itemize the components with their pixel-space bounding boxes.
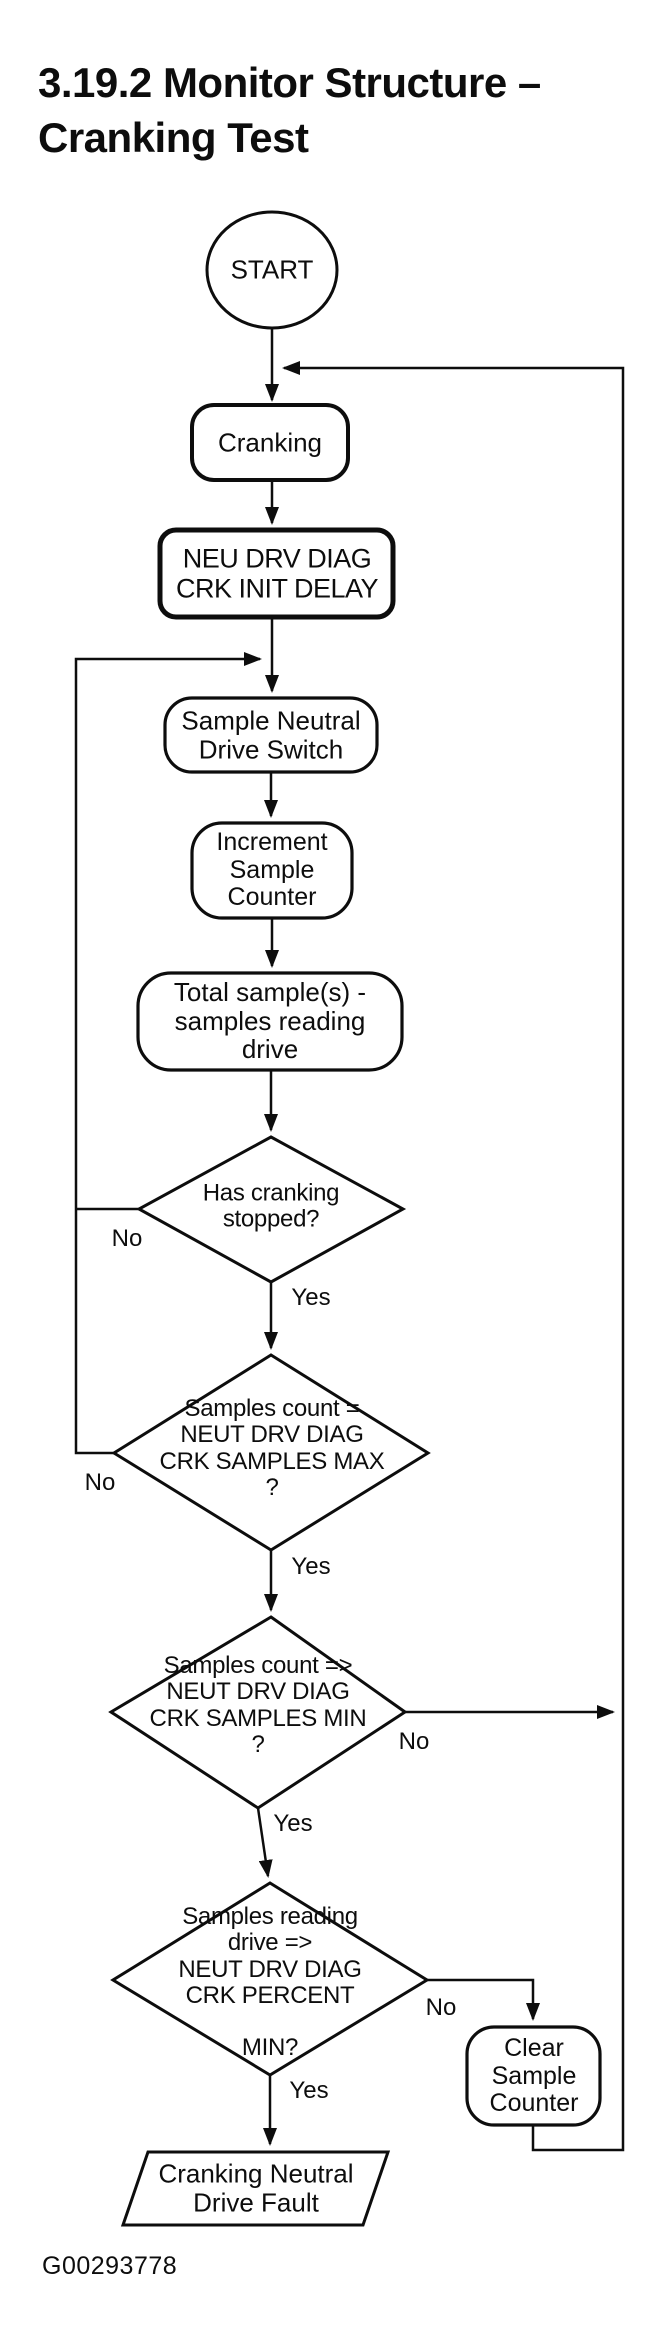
total-samples-process-shape [136, 971, 404, 1072]
increment-counter-process-shape [190, 821, 354, 920]
samples-count-max-decision-shape [111, 1353, 431, 1552]
cranking-process-shape [190, 403, 350, 482]
fault-output-shape [120, 2150, 391, 2227]
edge-right-feedback-loop [282, 361, 625, 2152]
init-delay-process-shape [157, 527, 396, 620]
samples-count-min-decision-shape [108, 1615, 408, 1810]
figure-code: G00293778 [42, 2252, 178, 2280]
edge-left-feedback-loop [74, 652, 262, 1455]
sample-switch-process-shape [163, 696, 379, 774]
edge-samples-min-yes [256, 1807, 273, 1878]
has-cranking-stopped-decision-shape [135, 1135, 407, 1284]
start-terminator-shape [205, 210, 339, 330]
percent-min-decision-shape [110, 1881, 430, 2077]
edge-percent-min-no [427, 1978, 540, 2021]
clear-counter-process-shape [465, 2025, 602, 2127]
page-title: 3.19.2 Monitor Structure – Cranking Test [38, 59, 541, 161]
